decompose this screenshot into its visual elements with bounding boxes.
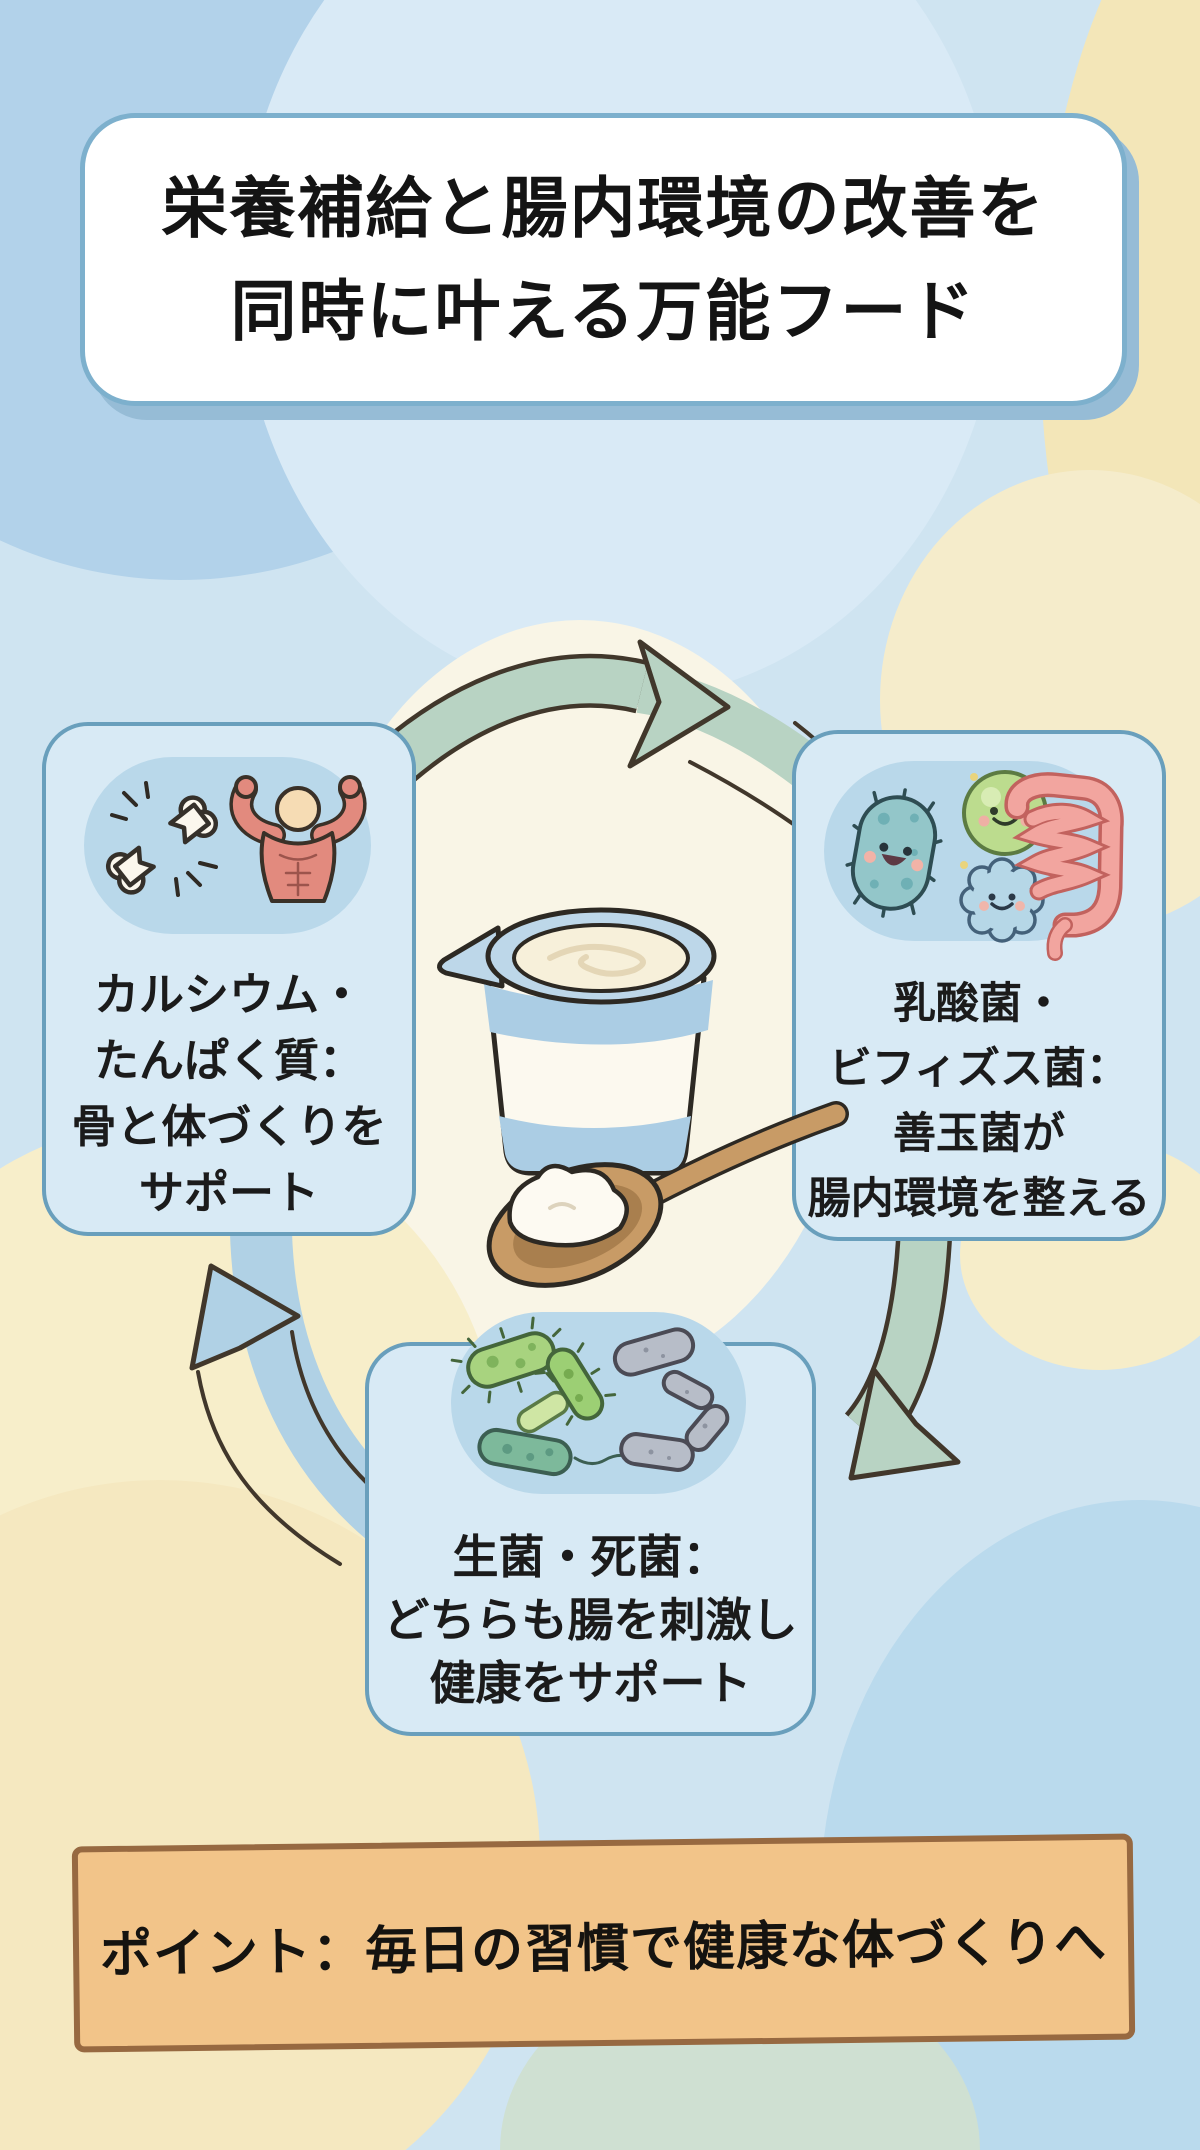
yogurt-illustration bbox=[437, 907, 849, 1288]
card-right-line: ビフィズス菌： bbox=[828, 1045, 1130, 1093]
title-line-2: 同時に叶える万能フード bbox=[230, 273, 977, 348]
live-bacteria-icon bbox=[450, 1316, 635, 1477]
arrowhead-up bbox=[189, 1263, 301, 1371]
card-left-icon-area bbox=[84, 757, 371, 934]
card-right-line: 乳酸菌・ bbox=[893, 980, 1065, 1028]
card-right-line: 善玉菌が bbox=[893, 1110, 1065, 1158]
muscle-man-icon bbox=[229, 775, 367, 903]
title-line-1: 栄養補給と腸内環境の改善を bbox=[161, 171, 1046, 246]
card-bottom-line: 健康をサポート bbox=[429, 1657, 752, 1709]
card-left-line: サポート bbox=[138, 1167, 319, 1218]
bifidobacterium-icon bbox=[959, 857, 1045, 943]
footer-point-banner: ポイント：毎日の習慣で健康な体づくりへ bbox=[71, 1833, 1136, 2053]
card-good-bacteria: 乳酸菌・ ビフィズス菌： 善玉菌が 腸内環境を整える bbox=[792, 730, 1166, 1241]
arrowhead-right bbox=[627, 639, 731, 769]
card-left-line: たんぱく質： bbox=[93, 1035, 364, 1086]
card-bottom-line: どちらも腸を刺激し bbox=[383, 1594, 798, 1646]
card-left-icons bbox=[105, 775, 367, 903]
intestine-icon bbox=[1004, 772, 1124, 961]
card-right-icon-area bbox=[824, 761, 1124, 961]
card-right-icons bbox=[845, 770, 1124, 961]
footer-point-text: ポイント：毎日の習慣で健康な体づくりへ bbox=[99, 1913, 1108, 1984]
card-left-line: 骨と体づくりを bbox=[71, 1101, 387, 1152]
card-calcium-protein: カルシウム・ たんぱく質： 骨と体づくりを サポート bbox=[42, 722, 416, 1236]
card-right-text: 乳酸菌・ ビフィズス菌： 善玉菌が 腸内環境を整える bbox=[796, 972, 1162, 1232]
card-live-dead-bacteria: 生菌・死菌： どちらも腸を刺激し 健康をサポート bbox=[365, 1312, 816, 1736]
card-bottom-line: 生菌・死菌： bbox=[452, 1531, 729, 1583]
card-bottom-text: 生菌・死菌： どちらも腸を刺激し 健康をサポート bbox=[369, 1526, 812, 1715]
card-right-line: 腸内環境を整える bbox=[807, 1175, 1151, 1223]
lactic-acid-bacterium-icon bbox=[845, 788, 943, 918]
title-box: 栄養補給と腸内環境の改善を 同時に叶える万能フード bbox=[80, 113, 1127, 406]
cycle-arrow-right bbox=[844, 1214, 961, 1481]
card-left-text: カルシウム・ たんぱく質： 骨と体づくりを サポート bbox=[46, 962, 412, 1226]
card-bottom-icons bbox=[450, 1316, 730, 1477]
dead-bacteria-icon bbox=[612, 1327, 730, 1472]
card-left-line: カルシウム・ bbox=[93, 969, 364, 1020]
arrowhead-down bbox=[848, 1367, 961, 1481]
broken-bone-icon bbox=[105, 781, 219, 897]
yogurt-cup-icon bbox=[437, 907, 717, 1176]
card-bottom-icon-area bbox=[450, 1312, 746, 1494]
wooden-spoon-icon bbox=[486, 1101, 849, 1288]
